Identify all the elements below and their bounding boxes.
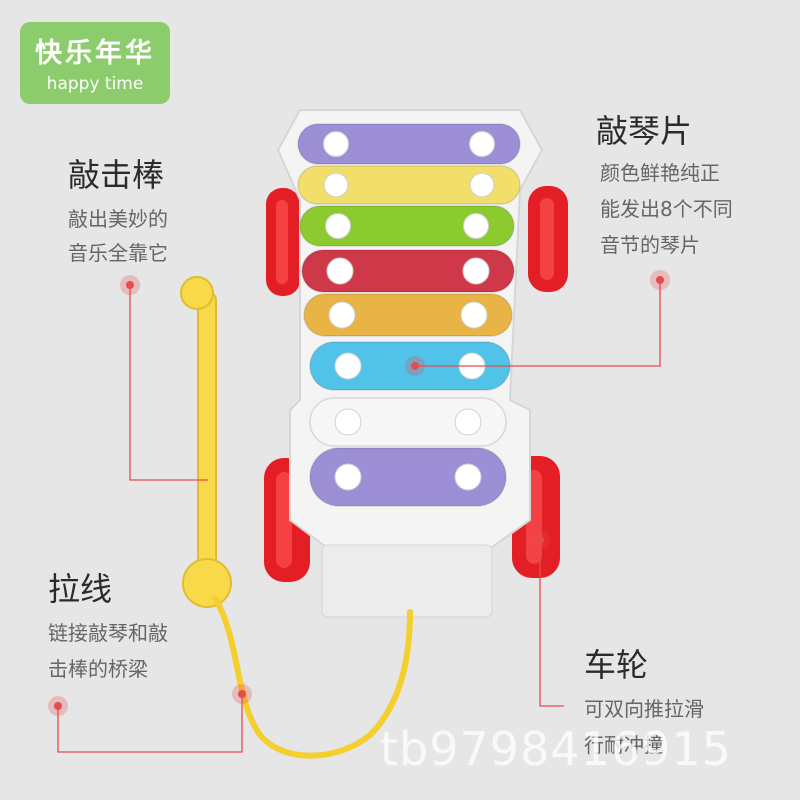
wheels-pointer-dot: [530, 530, 550, 550]
string-title: 拉线: [48, 570, 113, 608]
xylophone-key-2: [297, 165, 521, 205]
xylophone-key-4: [301, 249, 515, 293]
logo-title: 快乐年华: [35, 38, 155, 69]
keys-title: 敲琴片: [596, 112, 693, 150]
wheels-desc-line-1: 可双向推拉滑: [584, 697, 704, 721]
xylophone-key-1: [297, 123, 521, 165]
wheel-top-left: [266, 188, 300, 296]
pull-string: [212, 595, 413, 759]
watermark: tb9798416915: [380, 722, 732, 776]
xylophone-key-3: [299, 205, 515, 247]
xylophone-key-8: [309, 447, 507, 507]
xylophone-key-7: [309, 397, 507, 447]
wheels-title: 车轮: [584, 646, 649, 684]
string-desc-line-1: 链接敲琴和敲: [48, 621, 168, 645]
mallet-marker-dot: [120, 275, 140, 295]
mallet-desc-line-1: 敲出美妙的: [68, 207, 168, 231]
wheel-top-right: [528, 186, 568, 292]
keys-marker-dot: [650, 270, 670, 290]
mallet-desc-line-2: 音乐全靠它: [68, 241, 168, 265]
logo-subtitle: happy time: [46, 74, 144, 94]
keys-desc-line-1: 颜色鲜艳纯正: [600, 161, 720, 185]
mallet: [180, 276, 232, 608]
keys-pointer-dot: [405, 356, 425, 376]
keys-desc-line-2: 能发出8个不同: [600, 197, 733, 221]
xylophone-key-5: [303, 293, 513, 337]
string-pointer-dot: [232, 684, 252, 704]
leader-lines: [57, 282, 661, 753]
xylophone-keys: [297, 123, 521, 507]
string-marker-dot: [48, 696, 68, 716]
keys-desc-line-3: 音节的琴片: [600, 233, 700, 257]
string-desc-line-2: 击棒的桥梁: [48, 657, 148, 681]
wheels-desc-line-2: 行耐冲撞: [584, 733, 664, 757]
brand-logo: 快乐年华 happy time: [20, 22, 170, 104]
mallet-title: 敲击棒: [68, 156, 165, 194]
